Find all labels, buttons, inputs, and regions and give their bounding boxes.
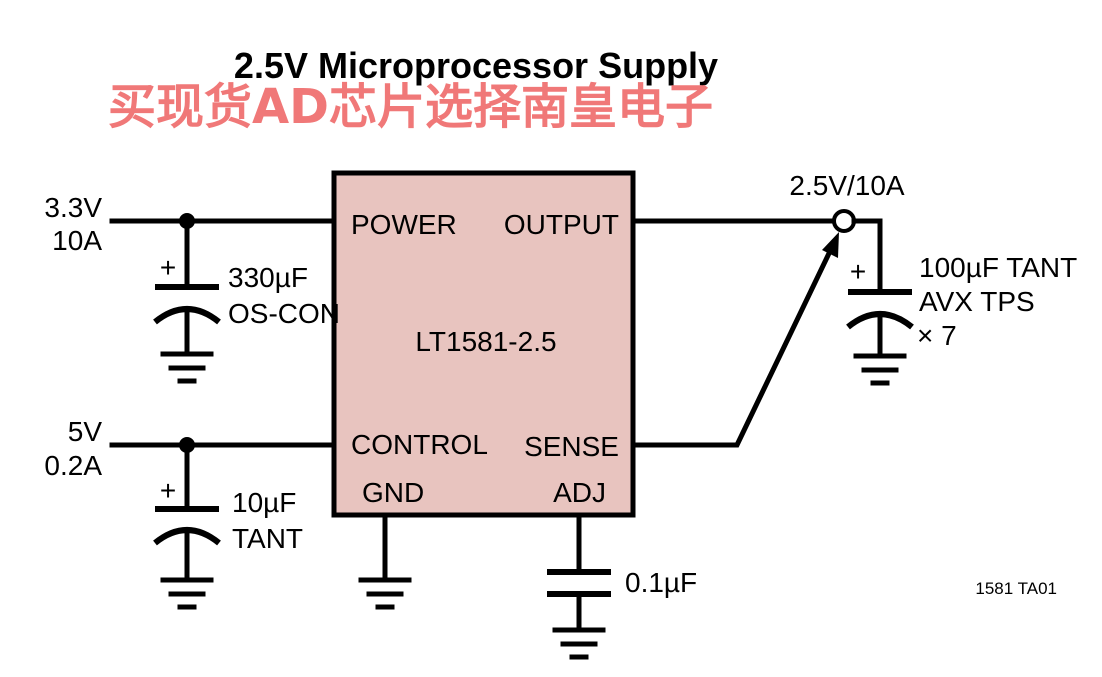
c3-quantity-label: × 7 (917, 320, 957, 351)
sense-arrowhead (822, 232, 839, 258)
pin-label-adj: ADJ (553, 477, 606, 508)
pin-label-sense: SENSE (524, 431, 619, 462)
sense-wire (630, 241, 837, 448)
capacitor-c1: + 330µF OS-CON (153, 252, 340, 384)
pin-label-power: POWER (351, 209, 457, 240)
ic-ground-symbol (358, 577, 412, 610)
pin-label-output: OUTPUT (504, 209, 619, 240)
c1-value-label: 330µF (228, 262, 308, 293)
c1-type-label: OS-CON (228, 298, 340, 329)
c2-ground-symbol (160, 577, 214, 610)
c2-type-label: TANT (232, 523, 303, 554)
c1-ground-symbol (160, 351, 214, 384)
ic-part-number: LT1581-2.5 (415, 326, 556, 357)
capacitor-c2: + 10µF TANT (153, 475, 303, 610)
figure-id: 1581 TA01 (975, 579, 1057, 598)
capacitor-c4: 0.1µF (547, 512, 697, 660)
power-input-voltage: 3.3V (44, 192, 102, 223)
c1-polarity-mark: + (160, 252, 176, 283)
c2-value-label: 10µF (232, 487, 296, 518)
c4-ground-symbol (552, 627, 606, 660)
diagram-title: 2.5V Microprocessor Supply (234, 45, 718, 86)
c2-polarity-mark: + (160, 475, 176, 506)
c3-ground-symbol (853, 353, 907, 386)
watermark-text: 买现货AD芯片选择南皇电子 (108, 79, 713, 135)
capacitor-c3: + 100µF TANT AVX TPS × 7 (846, 252, 1077, 386)
output-terminal (832, 209, 856, 233)
c3-polarity-mark: + (850, 256, 866, 287)
pin-label-gnd: GND (362, 477, 424, 508)
ic-body (331, 170, 636, 518)
power-input-current: 10A (52, 225, 102, 256)
pin-label-control: CONTROL (351, 429, 488, 460)
control-input-current: 0.2A (44, 450, 102, 481)
c3-type-label: AVX TPS (919, 286, 1035, 317)
c3-value-label: 100µF TANT (919, 252, 1077, 283)
c4-value-label: 0.1µF (625, 567, 697, 598)
output-rating-label: 2.5V/10A (789, 170, 905, 201)
control-input-voltage: 5V (68, 416, 103, 447)
